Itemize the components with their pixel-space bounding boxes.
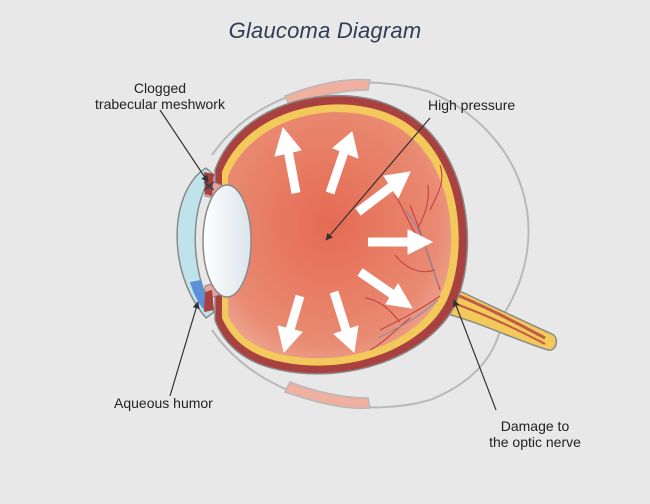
iris-lower xyxy=(204,290,214,312)
label-clogged-meshwork: Clogged trabecular meshwork xyxy=(70,80,250,112)
pressure-arrow xyxy=(329,290,359,353)
pressure-arrow xyxy=(274,127,302,194)
label-aqueous-humor: Aqueous humor xyxy=(114,395,213,411)
pressure-arrows xyxy=(274,127,433,353)
pressure-arrow xyxy=(368,229,433,255)
leader-high-pressure xyxy=(325,117,431,241)
label-high-pressure: High pressure xyxy=(428,97,516,113)
label-damage-line1: Damage to xyxy=(500,418,570,434)
leader-damage xyxy=(452,299,497,411)
cornea xyxy=(176,167,216,320)
pressure-arrow xyxy=(277,294,305,353)
pressure-arrow xyxy=(357,268,413,309)
leader-clogged xyxy=(159,109,209,183)
leader-aqueous xyxy=(169,301,200,397)
label-clogged-line1: Clogged xyxy=(133,80,187,96)
pressure-arrow xyxy=(355,171,411,216)
pressure-arrow xyxy=(325,131,359,195)
leader-lines xyxy=(159,109,497,411)
diagram-title: Glaucoma Diagram xyxy=(228,18,422,43)
lens xyxy=(202,184,252,298)
trabecular-meshwork-mark xyxy=(203,181,215,191)
label-damage-line2: the optic nerve xyxy=(489,434,581,450)
label-optic-nerve-damage: Damage to the optic nerve xyxy=(455,418,615,450)
label-clogged-line2: trabecular meshwork xyxy=(95,96,225,112)
